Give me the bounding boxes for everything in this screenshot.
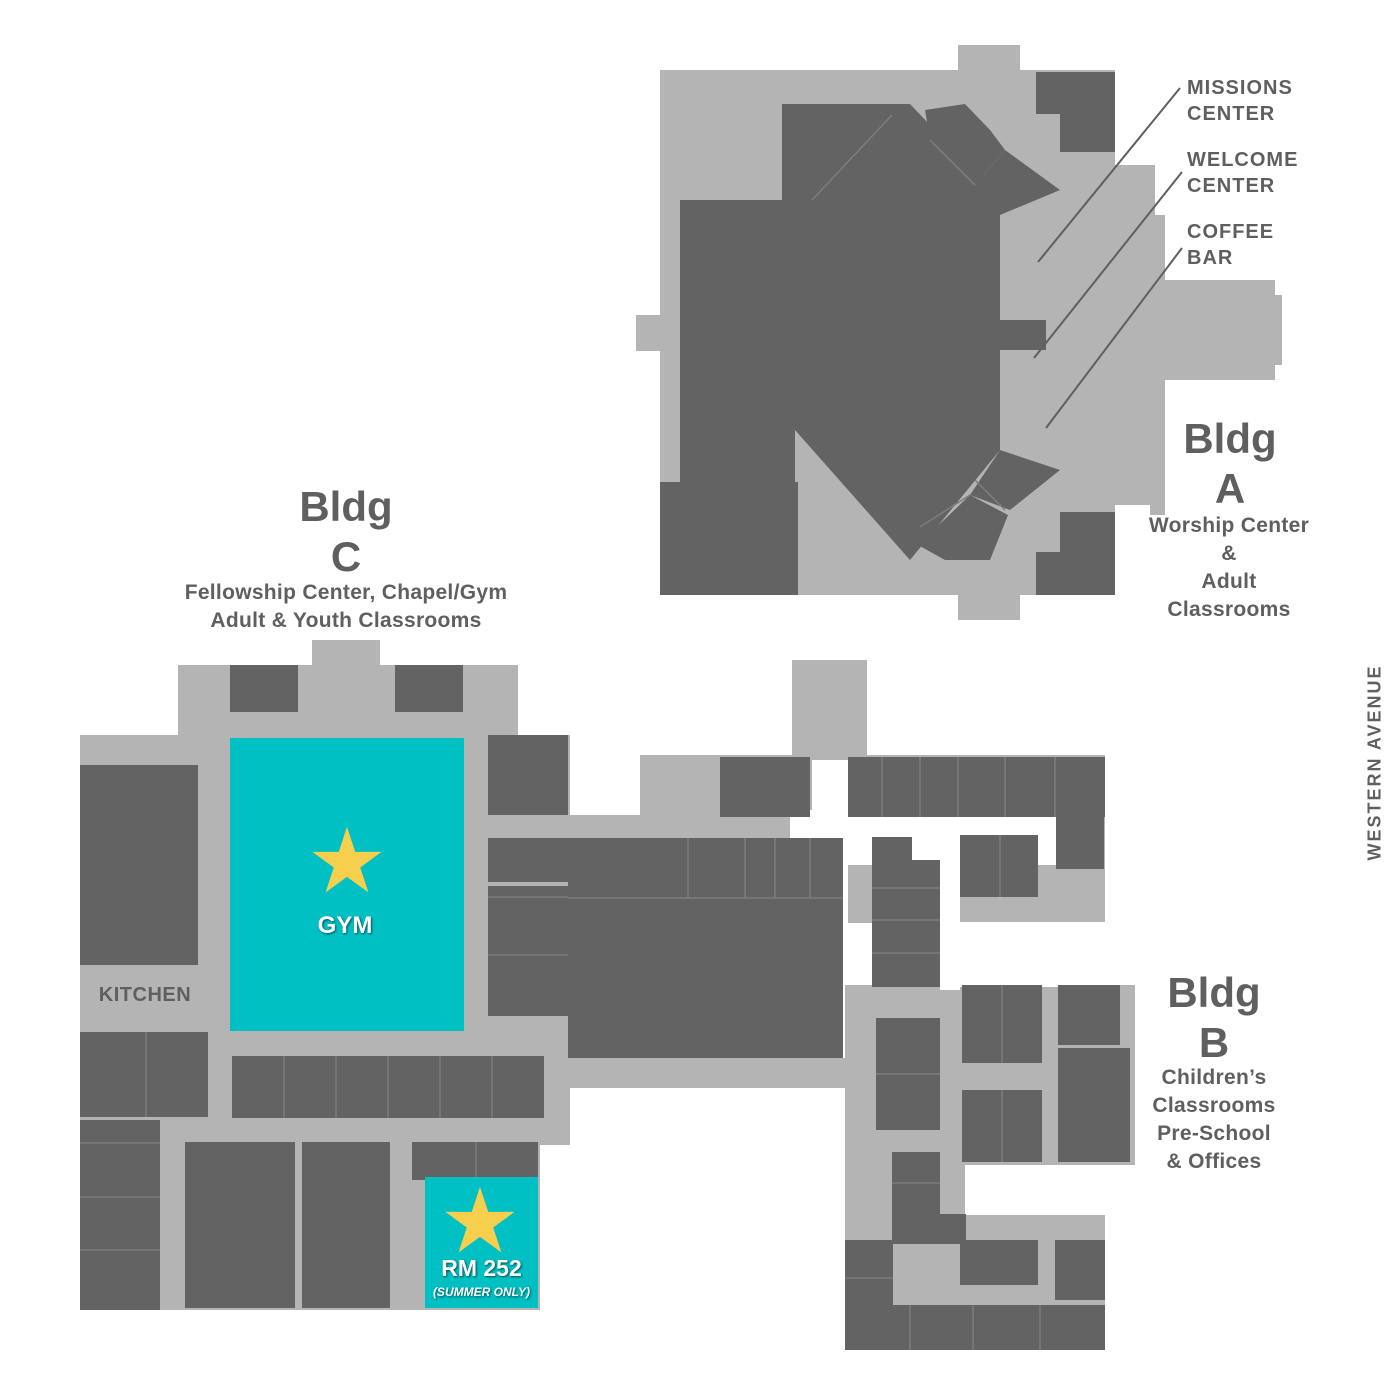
building-c-label: Bldg C: [256, 482, 436, 582]
street-label: WESTERN AVENUE: [1364, 664, 1385, 861]
building-b-description: Children’s Classrooms Pre-School & Offic…: [1114, 1064, 1314, 1176]
building-c: [80, 640, 850, 1310]
welcome-center-line2: CENTER: [1187, 175, 1276, 197]
coffee-bar-leader: [1045, 247, 1183, 429]
missions-center-line2: CENTER: [1187, 103, 1276, 125]
building-b-desc-line2: Classrooms: [1152, 1094, 1276, 1117]
rm-252-note: (SUMMER ONLY): [432, 1285, 531, 1299]
kitchen-label: KITCHEN: [98, 984, 192, 1006]
missions-center-line1: MISSIONS: [1187, 77, 1293, 99]
building-a-label: Bldg A: [1140, 414, 1320, 514]
building-b-room-dividers: [568, 757, 1056, 1350]
building-a-desc-line4: Classrooms: [1167, 598, 1291, 621]
building-a-desc-line3: Adult: [1201, 570, 1257, 593]
rm-252-highlight[interactable]: [425, 1177, 538, 1308]
building-a-desc-line1: Worship Center: [1148, 514, 1310, 537]
welcome-center-leader: [1033, 171, 1183, 359]
building-a-label-line1: Bldg: [1183, 415, 1277, 462]
gym-label[interactable]: GYM: [317, 912, 373, 939]
building-b-rooms: [568, 757, 1130, 1350]
building-b-label-line2: B: [1198, 1019, 1230, 1066]
star-icon: ★: [306, 812, 388, 912]
missions-center-label: MISSIONS CENTER: [1187, 75, 1293, 127]
gym-highlight[interactable]: [230, 738, 464, 1031]
building-b-label-line1: Bldg: [1167, 969, 1261, 1016]
building-c-label-line1: Bldg: [299, 483, 393, 530]
star-icon: ★: [439, 1172, 521, 1272]
coffee-bar-line2: BAR: [1187, 247, 1234, 269]
building-b-desc-line3: Pre-School: [1157, 1122, 1271, 1145]
worship-center-sanctuary: [680, 104, 1046, 560]
welcome-center-label: WELCOME CENTER: [1187, 147, 1298, 199]
building-b: [568, 660, 1135, 1350]
coffee-bar-label: COFFEE BAR: [1187, 219, 1274, 271]
callout-leader-lines: [1033, 87, 1183, 429]
building-b-desc-line1: Children’s: [1161, 1066, 1267, 1089]
building-a-label-line2: A: [1214, 465, 1246, 512]
building-a-room-dividers: [811, 114, 1006, 528]
building-c-label-line2: C: [330, 533, 362, 580]
missions-center-leader: [1037, 87, 1181, 263]
welcome-center-line1: WELCOME: [1187, 149, 1299, 171]
building-c-room-dividers: [80, 896, 568, 1251]
building-c-desc-line1: Fellowship Center, Chapel/Gym: [184, 581, 508, 604]
rm-252-label[interactable]: RM 252: [441, 1255, 522, 1281]
building-b-desc-line4: & Offices: [1166, 1150, 1262, 1173]
building-c-description: Fellowship Center, Chapel/Gym Adult & Yo…: [146, 579, 546, 635]
building-c-desc-line2: Adult & Youth Classrooms: [210, 609, 482, 632]
building-b-label: Bldg B: [1124, 968, 1304, 1068]
building-a-rooms: [660, 72, 1115, 595]
building-a-description: Worship Center & Adult Classrooms: [1124, 512, 1334, 624]
coffee-bar-line1: COFFEE: [1187, 221, 1275, 243]
building-a-desc-line2: &: [1221, 542, 1237, 565]
